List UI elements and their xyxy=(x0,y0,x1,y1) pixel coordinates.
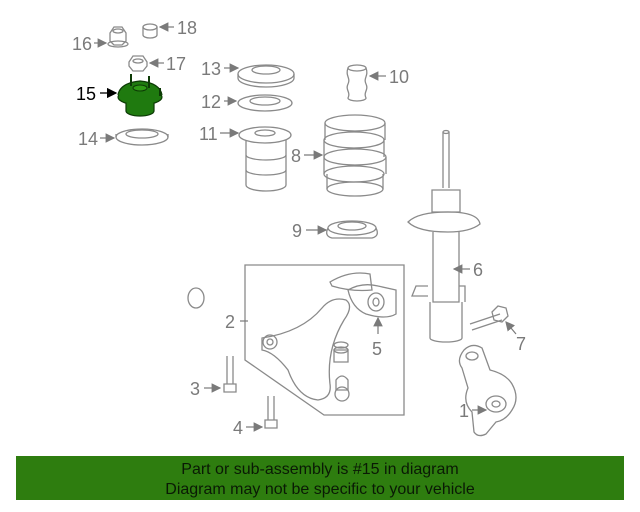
callout-6: 6 xyxy=(473,260,483,280)
part-10-bumper[interactable] xyxy=(346,64,368,102)
banner-line-disclaimer: Diagram may not be specific to your vehi… xyxy=(165,481,475,498)
banner-line-part: Part or sub-assembly is #15 in diagram xyxy=(181,461,459,478)
callout-9: 9 xyxy=(292,221,302,241)
callout-18: 18 xyxy=(177,18,197,38)
part-4-bolt[interactable] xyxy=(264,396,278,429)
parts-diagram: 16 18 17 14 13 12 11 10 8 9 6 7 5 2 3 4 … xyxy=(72,18,526,438)
part-7-bolt[interactable] xyxy=(469,305,509,331)
part-8-coil-spring[interactable] xyxy=(323,114,387,197)
callout-1: 1 xyxy=(459,401,469,421)
callout-7: 7 xyxy=(516,334,526,354)
callout-14: 14 xyxy=(78,129,98,149)
part-15-strut-mount-highlighted[interactable] xyxy=(117,74,163,117)
part-1-knuckle[interactable] xyxy=(458,344,517,437)
callout-5: 5 xyxy=(372,339,382,359)
part-13-seat[interactable] xyxy=(237,64,295,88)
callout-10: 10 xyxy=(389,67,409,87)
part-3-bolt[interactable] xyxy=(223,356,237,393)
callout-11: 11 xyxy=(199,124,218,144)
part-11-dust-boot[interactable] xyxy=(238,126,292,192)
part-9-lower-insulator[interactable] xyxy=(326,220,378,239)
callout-8: 8 xyxy=(291,146,301,166)
callout-13: 13 xyxy=(201,59,221,79)
part-5-bushing[interactable] xyxy=(333,341,349,363)
part-12-insulator[interactable] xyxy=(237,94,293,112)
callout-15-highlighted: 15 xyxy=(76,84,96,104)
part-2-lower-arm-assembly[interactable] xyxy=(187,264,405,416)
part-14-washer[interactable] xyxy=(115,128,169,146)
callout-16: 16 xyxy=(72,34,92,54)
callout-3: 3 xyxy=(190,379,200,399)
callout-12: 12 xyxy=(201,92,221,112)
callout-4: 4 xyxy=(233,418,243,438)
part-16-nut[interactable] xyxy=(107,26,129,48)
part-6-strut[interactable] xyxy=(407,129,481,343)
callout-2: 2 xyxy=(225,312,235,332)
callout-17: 17 xyxy=(166,54,186,74)
part-17-nut[interactable] xyxy=(128,55,148,72)
info-banner: Part or sub-assembly is #15 in diagram D… xyxy=(16,456,624,500)
part-18-cap-nut[interactable] xyxy=(142,23,158,39)
